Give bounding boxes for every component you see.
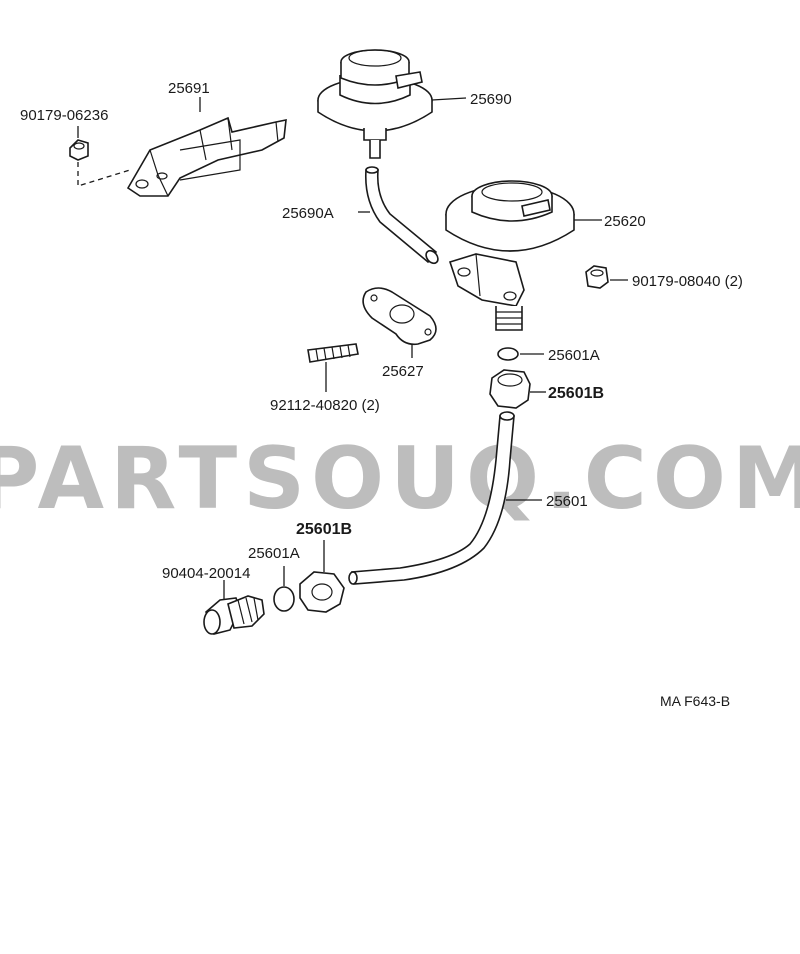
label-lower-sleeve: 25601A <box>248 545 300 562</box>
stud[interactable] <box>307 343 359 363</box>
upper-sleeve[interactable] <box>497 347 519 361</box>
label-stud: 92112-40820 (2) <box>270 397 380 414</box>
upper-union-nut[interactable] <box>489 369 531 409</box>
nut-leader-dashed <box>77 162 131 187</box>
lower-union-nut[interactable] <box>299 571 345 613</box>
label-upper-hose: 25690A <box>282 205 334 222</box>
label-connector: 90404-20014 <box>162 565 250 582</box>
upper-hose[interactable] <box>364 166 441 266</box>
pipe[interactable] <box>348 411 515 585</box>
gasket[interactable] <box>362 287 437 346</box>
bracket-nut[interactable] <box>69 139 89 161</box>
valve-upper-leader <box>431 97 467 101</box>
label-pipe: 25601 <box>546 493 588 510</box>
label-lower-union-nut: 25601B <box>296 521 352 538</box>
label-right-nut: 90179-08040 (2) <box>632 273 743 290</box>
label-gasket: 25627 <box>382 363 424 380</box>
connector[interactable] <box>203 595 265 635</box>
right-nut[interactable] <box>585 265 609 289</box>
label-egr-valve: 25620 <box>604 213 646 230</box>
lower-sleeve[interactable] <box>273 586 295 612</box>
label-upper-valve: 25690 <box>470 91 512 108</box>
bracket-assembly[interactable] <box>126 116 287 197</box>
figure-reference: MA F643-B <box>660 693 730 709</box>
label-bracket-nut: 90179-06236 <box>20 107 108 124</box>
label-bracket: 25691 <box>168 80 210 97</box>
upper-valve[interactable] <box>317 49 433 159</box>
label-upper-union-nut: 25601B <box>548 385 604 402</box>
egr-valve[interactable] <box>445 180 575 331</box>
label-upper-sleeve: 25601A <box>548 347 600 364</box>
watermark-text: PARTSOUQ.COM <box>0 429 800 529</box>
